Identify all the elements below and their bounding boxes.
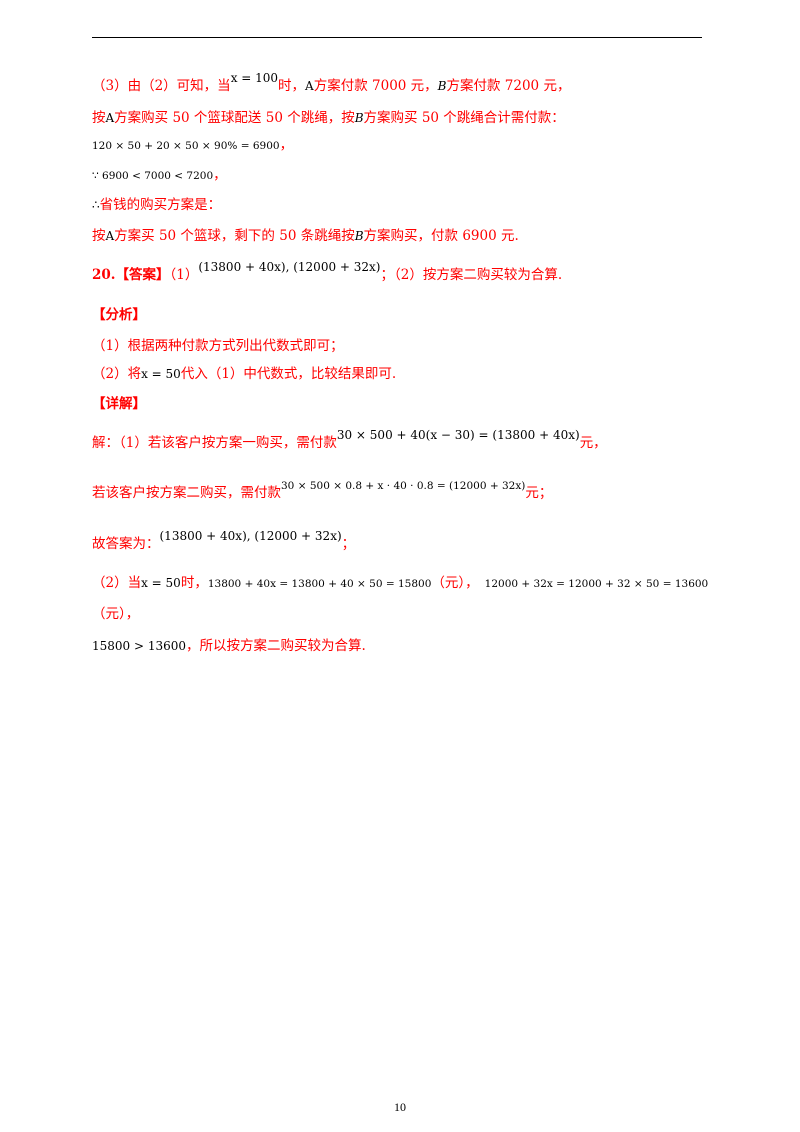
text: 方案付款 7200 元， [446, 78, 571, 94]
math-expression: x = 50 [141, 576, 181, 590]
math-symbol: B [354, 229, 364, 243]
text: （1）根据两种付款方式列出代数式即可； [92, 338, 344, 354]
text: 若该客户按方案二购买，需付款 [92, 485, 281, 501]
math-expression: (13800 + 40x), (12000 + 32x) [159, 529, 342, 543]
paragraph-line-5: ∴省钱的购买方案是： [92, 195, 221, 215]
text: （3）由（2）可知，当 [92, 78, 231, 94]
paragraph-line-3: 120 × 50 + 20 × 50 × 90% = 6900， [92, 135, 293, 156]
answer-line: 20.【答案】（1）(13800 + 40x), (12000 + 32x)；（… [92, 260, 563, 285]
text: 代入（1）中代数式，比较结果即可. [180, 366, 397, 382]
text: 元， [579, 435, 607, 451]
text: ， [213, 167, 227, 183]
paragraph-line-6: 按A方案买 50 个篮球，剩下的 50 条跳绳按B方案购买，付款 6900 元. [92, 226, 519, 246]
text: 方案买 50 个篮球，剩下的 50 条跳绳按 [114, 228, 355, 244]
header-rule [92, 37, 702, 38]
math-symbol: A [105, 229, 115, 243]
analysis-tag: 【分析】 [92, 307, 146, 323]
answer-tag: 【答案】 [115, 267, 170, 283]
math-expression: (13800 + 40x), (12000 + 32x) [198, 260, 381, 274]
text: 方案购买 50 个篮球配送 50 个跳绳，按 [114, 110, 355, 126]
text: （元）， [92, 606, 140, 622]
text: （1） [169, 267, 199, 283]
math-expression: ∵ 6900 < 7000 < 7200 [92, 170, 214, 182]
text: 按 [92, 110, 106, 126]
math-expression: 30 × 500 × 0.8 + x · 40 · 0.8 = (12000 +… [281, 480, 526, 492]
paragraph-line-14: 故答案为：(13800 + 40x), (12000 + 32x)； [92, 529, 356, 554]
text: （元）， [431, 575, 479, 591]
paragraph-line-13: 若该客户按方案二购买，需付款30 × 500 × 0.8 + x · 40 · … [92, 480, 553, 504]
paragraph-line-2: 按A方案购买 50 个篮球配送 50 个跳绳，按B方案购买 50 个跳绳合计需付… [92, 108, 565, 128]
text: 元； [525, 485, 553, 501]
text: ， [279, 137, 294, 153]
analysis-heading: 【分析】 [92, 305, 146, 325]
text: 省钱的购买方案是： [99, 197, 222, 213]
math-expression: 12000 + 32x = 12000 + 32 × 50 = 13600 [484, 578, 709, 590]
text: 方案购买 50 个跳绳合计需付款： [363, 110, 565, 126]
paragraph-line-1: （3）由（2）可知，当x = 100时，A方案付款 7000 元，B方案付款 7… [92, 71, 571, 96]
math-expression: 120 × 50 + 20 × 50 × 90% = 6900 [92, 140, 280, 152]
text: （2）当 [92, 575, 142, 591]
text: ，所以按方案二购买较为合算. [186, 638, 366, 654]
paragraph-line-9: （1）根据两种付款方式列出代数式即可； [92, 336, 344, 356]
page-number: 10 [394, 1100, 406, 1114]
paragraph-line-16: （元）， [92, 604, 139, 624]
question-number: 20. [92, 267, 116, 283]
paragraph-line-4: ∵ 6900 < 7000 < 7200， [92, 165, 227, 186]
text: 方案购买，付款 6900 元. [363, 228, 519, 244]
math-expression: 13800 + 40x = 13800 + 40 × 50 = 15800 [207, 578, 432, 590]
therefore-symbol: ∴ [92, 198, 100, 212]
text: 故答案为： [92, 536, 160, 552]
math-expression: 15800 > 13600 [92, 639, 187, 653]
math-symbol: A [105, 111, 115, 125]
text: ； [341, 536, 356, 552]
text: 按 [92, 228, 106, 244]
text: 解：（1）若该客户按方案一购买，需付款 [92, 435, 337, 451]
text: ；（2）按方案二购买较为合算. [380, 267, 563, 283]
math-symbol: B [354, 111, 364, 125]
detail-tag: 【详解】 [92, 396, 146, 412]
math-symbol: A [305, 79, 314, 93]
paragraph-line-10: （2）将x = 50代入（1）中代数式，比较结果即可. [92, 364, 396, 384]
detail-heading: 【详解】 [92, 394, 146, 414]
text: （2）将 [92, 366, 142, 382]
math-expression: 30 × 500 + 40(x − 30) = (13800 + 40x) [336, 428, 580, 442]
text: 方案付款 7000 元， [313, 78, 438, 94]
paragraph-line-15: （2）当x = 50时，13800 + 40x = 13800 + 40 × 5… [92, 573, 708, 594]
text: 时， [180, 575, 208, 591]
text: 时， [278, 78, 306, 94]
math-symbol: B [437, 79, 447, 93]
math-expression: x = 100 [230, 71, 279, 85]
math-expression: x = 50 [141, 367, 181, 381]
paragraph-line-17: 15800 > 13600，所以按方案二购买较为合算. [92, 636, 366, 656]
paragraph-line-12: 解：（1）若该客户按方案一购买，需付款30 × 500 + 40(x − 30)… [92, 428, 607, 453]
